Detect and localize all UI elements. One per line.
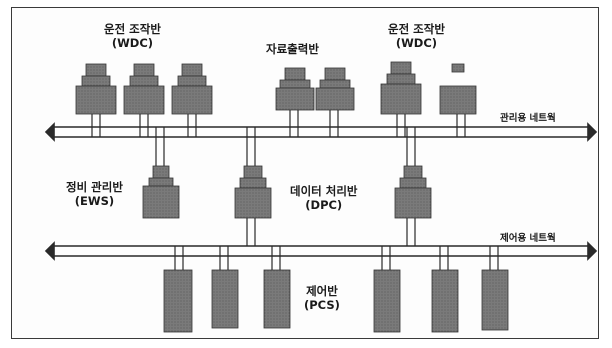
dpc-label: 데이터 처리반 (DPC) <box>290 184 357 212</box>
output-console-1 <box>276 68 314 110</box>
wdc-console-1 <box>76 64 116 114</box>
wdc-console-3 <box>172 64 212 114</box>
wdc-right-title: 운전 조작반 <box>388 22 445 36</box>
pcs-code: (PCS) <box>304 298 340 312</box>
pcs-title: 제어반 <box>304 284 340 298</box>
bottom-connectors <box>175 246 498 272</box>
ews-console <box>143 166 179 218</box>
output-title: 자료출력반 <box>266 42 319 56</box>
ews-label: 정비 관리반 (EWS) <box>66 180 123 208</box>
wdc-right-code: (WDC) <box>388 36 445 50</box>
ews-title: 정비 관리반 <box>66 180 123 194</box>
dpc-title: 데이터 처리반 <box>290 184 357 198</box>
output-label: 자료출력반 <box>266 42 319 56</box>
wdc-left-code: (WDC) <box>104 36 161 50</box>
dpc-code: (DPC) <box>290 198 357 212</box>
pcs-label: 제어반 (PCS) <box>304 284 340 312</box>
dpc-console-2 <box>395 166 431 218</box>
mgmt-network-label: 관리용 네트웍 <box>500 110 556 124</box>
management-network-bus <box>46 124 596 140</box>
control-network-label: 제어용 네트웍 <box>500 230 556 244</box>
control-network-bus <box>46 243 596 259</box>
wdc-right-label: 운전 조작반 (WDC) <box>388 22 445 50</box>
wdc-left-label: 운전 조작반 (WDC) <box>104 22 161 50</box>
middle-connectors <box>156 127 415 246</box>
wdc-console-4 <box>381 62 421 114</box>
output-console-2 <box>316 68 354 110</box>
wdc-console-2 <box>124 64 164 114</box>
ews-code: (EWS) <box>66 194 123 208</box>
wdc-left-title: 운전 조작반 <box>104 22 161 36</box>
wdc-printer <box>440 64 476 114</box>
dpc-console <box>235 166 271 218</box>
